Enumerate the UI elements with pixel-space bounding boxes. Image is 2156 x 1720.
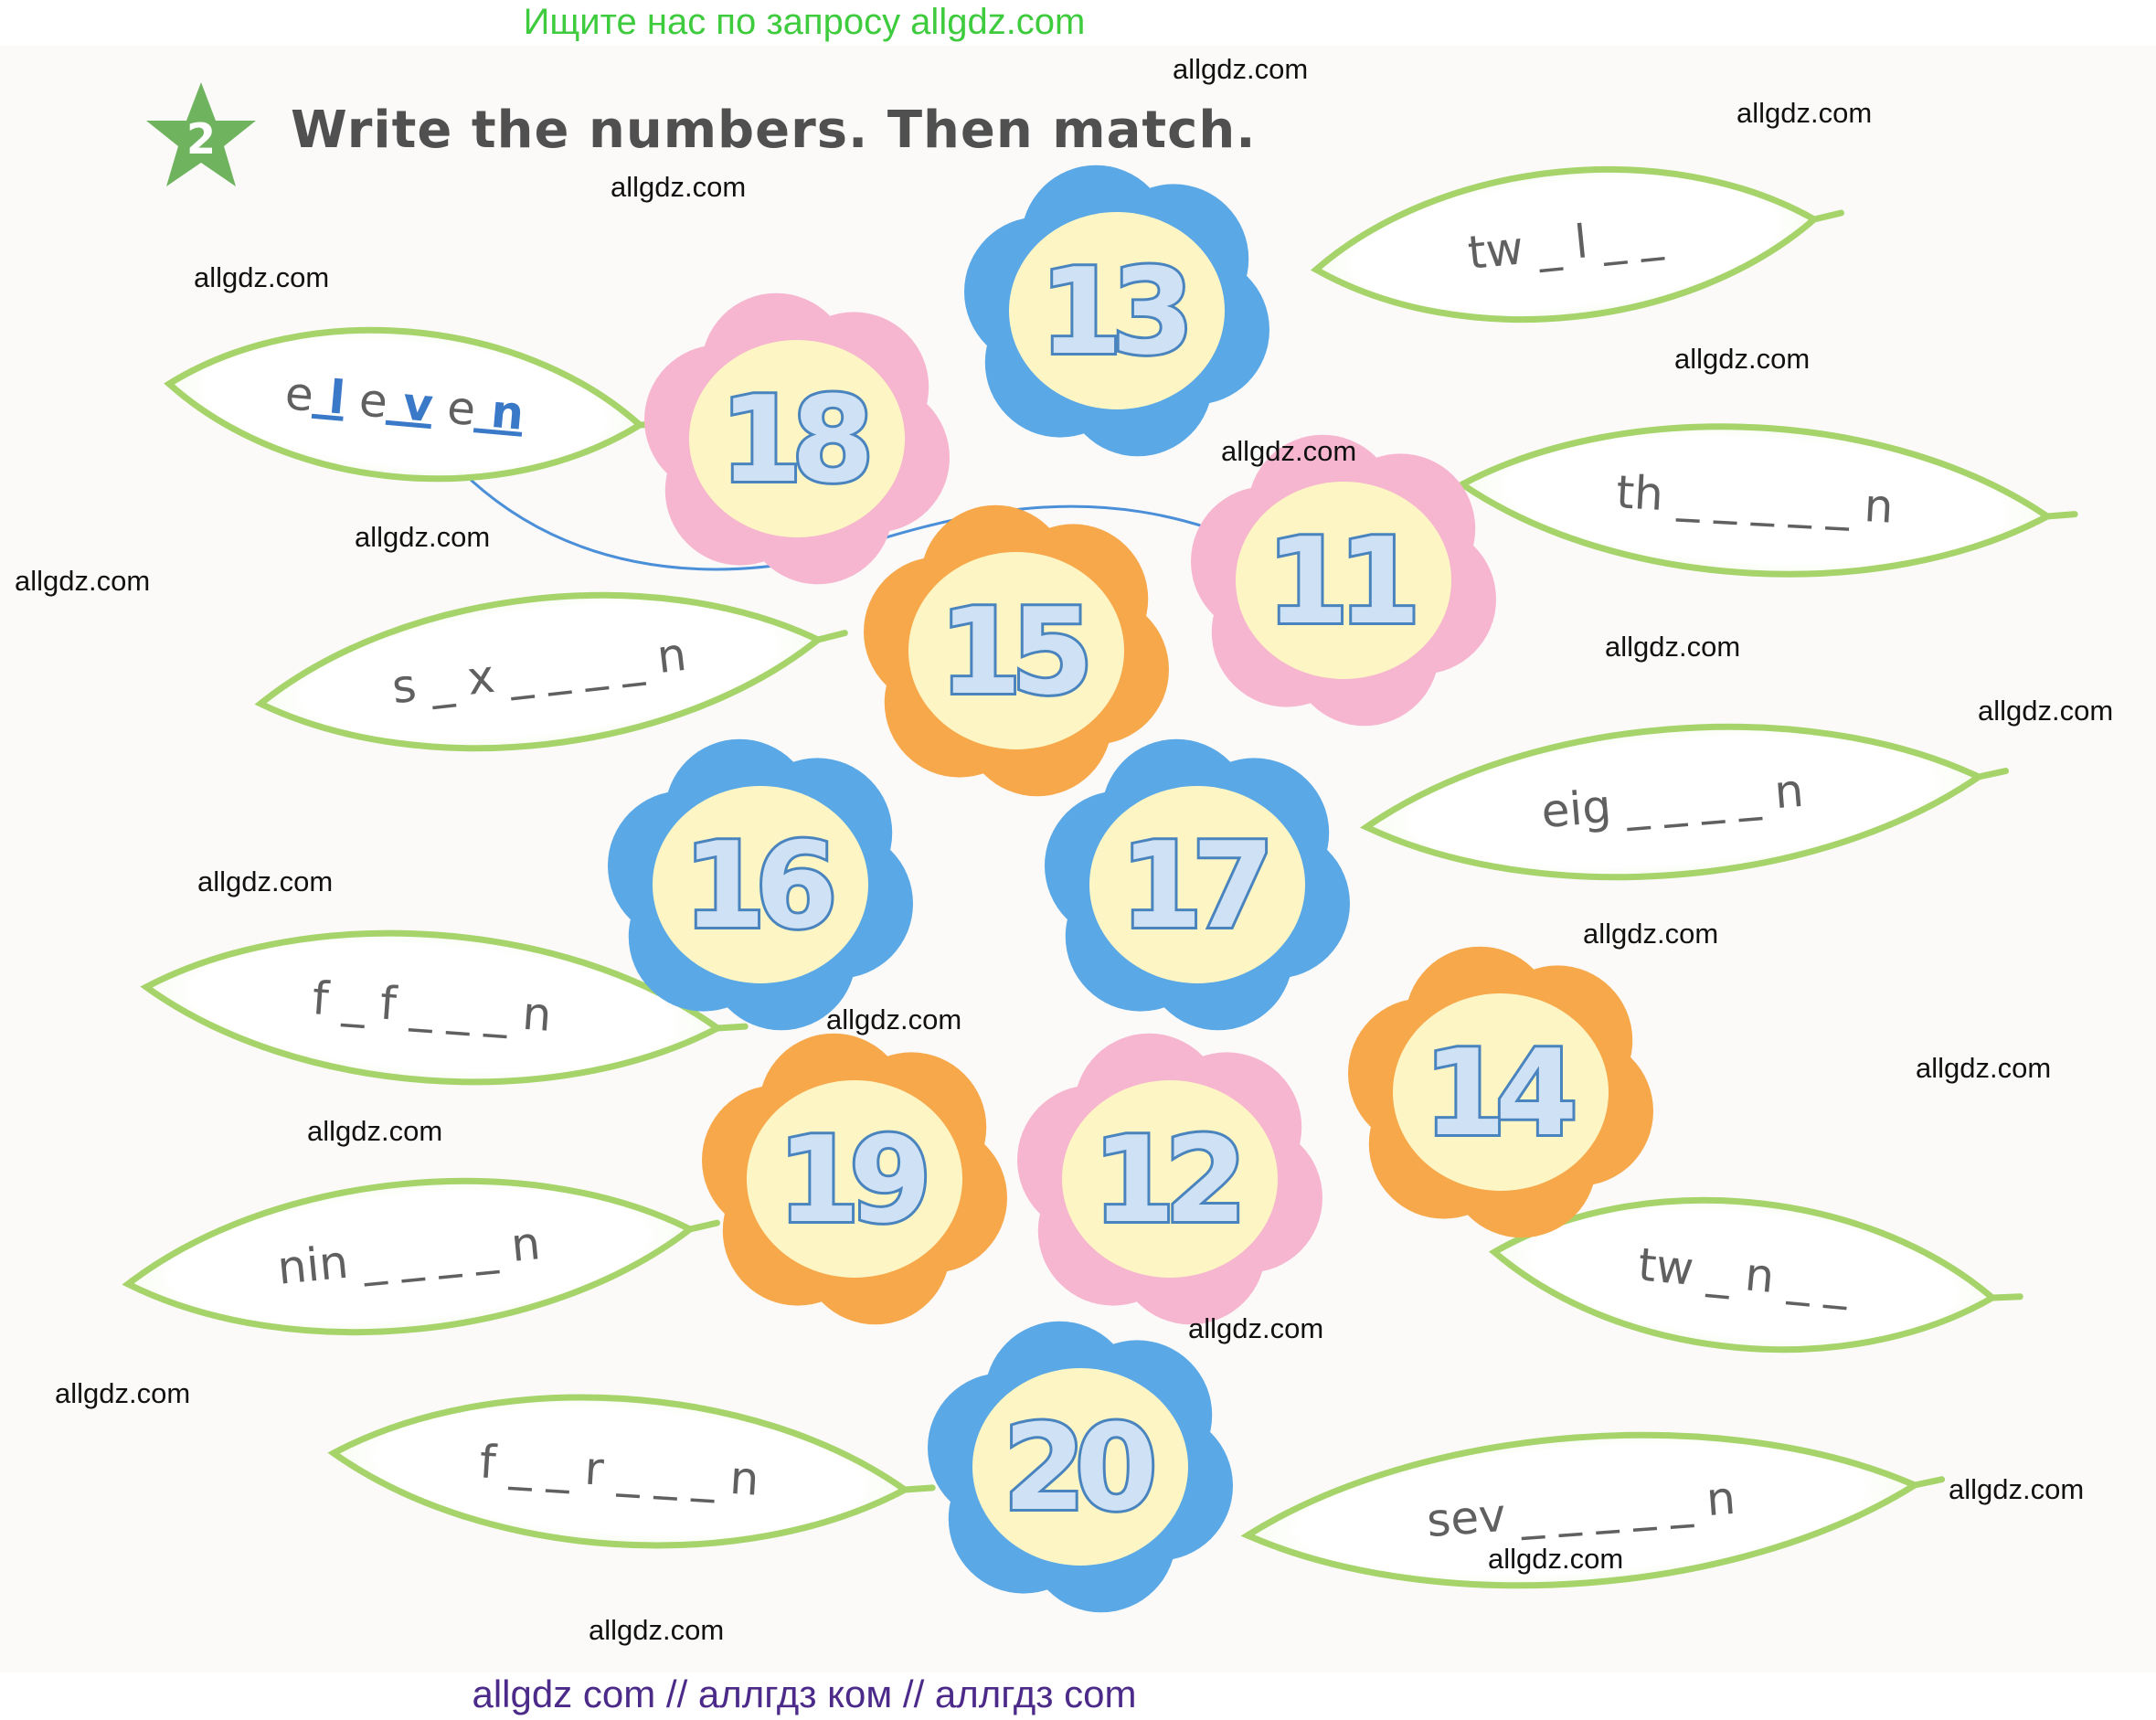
watermark: allgdz.com — [1583, 918, 1719, 950]
watermark: allgdz.com — [1736, 97, 1873, 129]
flower-center — [747, 1080, 962, 1278]
flower-16[interactable]: 16 — [607, 738, 914, 1031]
flower-number: 13 — [1040, 242, 1185, 381]
flower-center — [1236, 482, 1451, 679]
watermark: allgdz.com — [1221, 435, 1357, 467]
leaf-stem — [1911, 1476, 1946, 1489]
leaf-stem — [1975, 768, 2010, 780]
leaf-stem — [714, 1023, 749, 1032]
leaf: eig _ _ _ _ n — [1359, 723, 2010, 881]
watermark: allgdz.com — [15, 565, 151, 597]
flower-12[interactable]: 12 — [1016, 1033, 1323, 1325]
watermark: allgdz.com — [1488, 1543, 1624, 1575]
flower-center — [1009, 212, 1225, 409]
flower-number: 16 — [684, 816, 832, 955]
leaf-stem — [1811, 209, 1844, 223]
given-letter: e — [343, 372, 390, 429]
flower-number: 17 — [1120, 816, 1266, 955]
leaf: f _ f _ _ _ n — [140, 929, 749, 1086]
top-banner: Ищите нас по запросу allgdz.com — [523, 2, 1086, 42]
flower-number: 14 — [1424, 1024, 1573, 1163]
flower-20[interactable]: 20 — [927, 1321, 1234, 1613]
watermark: allgdz.com — [589, 1614, 725, 1646]
watermark: allgdz.com — [194, 261, 330, 293]
leaf: tw _ n _ _ — [1488, 1196, 2023, 1354]
answer-letter: l — [311, 369, 346, 425]
flower-center — [689, 340, 905, 537]
leaf: f _ _ r _ _ _ n — [327, 1394, 936, 1549]
flower-15[interactable]: 15 — [863, 504, 1170, 797]
leaf-stem — [814, 630, 848, 643]
leaf: e l e v e n — [164, 326, 671, 483]
exercise-number: 2 — [186, 114, 216, 164]
leaf: tw _ l _ _ — [1310, 165, 1844, 324]
leaf: th _ _ _ _ _ n — [1456, 423, 2078, 578]
flower-number: 20 — [1004, 1398, 1152, 1537]
bottom-banner: allgdz com // аллгдз ком // аллгдз com — [472, 1672, 1137, 1715]
leaf: s _ x _ _ _ _ n — [254, 591, 848, 752]
flower-number: 19 — [778, 1110, 925, 1249]
flower-18[interactable]: 18 — [643, 292, 951, 585]
leaf-stem — [686, 1219, 720, 1233]
flower-14[interactable]: 14 — [1347, 946, 1654, 1238]
flower-center — [653, 786, 868, 983]
leaf: sev _ _ _ _ _ n — [1240, 1431, 1946, 1589]
answer-letter: v — [385, 376, 435, 432]
leaf-stem — [2044, 511, 2078, 520]
flower-center — [1089, 786, 1305, 983]
flower-number: 15 — [940, 582, 1086, 721]
flower-19[interactable]: 19 — [701, 1033, 1008, 1325]
flower-center — [908, 552, 1124, 749]
flower-number: 12 — [1093, 1110, 1237, 1249]
flower-number: 18 — [720, 370, 867, 509]
given-letter: e — [430, 379, 478, 436]
watermark: allgdz.com — [1188, 1312, 1324, 1344]
watermark: allgdz.com — [307, 1115, 443, 1147]
watermark: allgdz.com — [1949, 1473, 2085, 1505]
watermark: allgdz.com — [355, 521, 491, 553]
flower-center — [1062, 1080, 1278, 1278]
watermark: allgdz.com — [611, 171, 747, 203]
watermark: allgdz.com — [55, 1377, 191, 1409]
leaf-word[interactable]: e l e v e n — [283, 366, 526, 441]
answer-letter: n — [473, 383, 526, 440]
watermark: allgdz.com — [1674, 343, 1811, 375]
flower-11[interactable]: 11 — [1190, 434, 1497, 727]
watermark: allgdz.com — [1173, 53, 1309, 85]
leaf-stem — [901, 1484, 936, 1493]
flower-center — [1393, 993, 1609, 1191]
flower-13[interactable]: 13 — [963, 165, 1270, 457]
watermark: allgdz.com — [197, 865, 334, 897]
flower-center — [972, 1368, 1188, 1566]
exercise-number-star-icon: 2 — [146, 82, 256, 186]
flower-number: 11 — [1267, 512, 1413, 651]
watermark: allgdz.com — [1978, 695, 2114, 727]
flower-17[interactable]: 17 — [1044, 738, 1351, 1031]
exercise-title: Write the numbers. Then match. — [291, 101, 1257, 160]
watermark: allgdz.com — [1605, 631, 1741, 663]
given-letter: e — [283, 366, 316, 421]
leaf: nin _ _ _ _ n — [122, 1177, 720, 1336]
watermark: allgdz.com — [826, 1003, 962, 1035]
watermark: allgdz.com — [1916, 1052, 2052, 1084]
leaf-stem — [1989, 1293, 2023, 1301]
